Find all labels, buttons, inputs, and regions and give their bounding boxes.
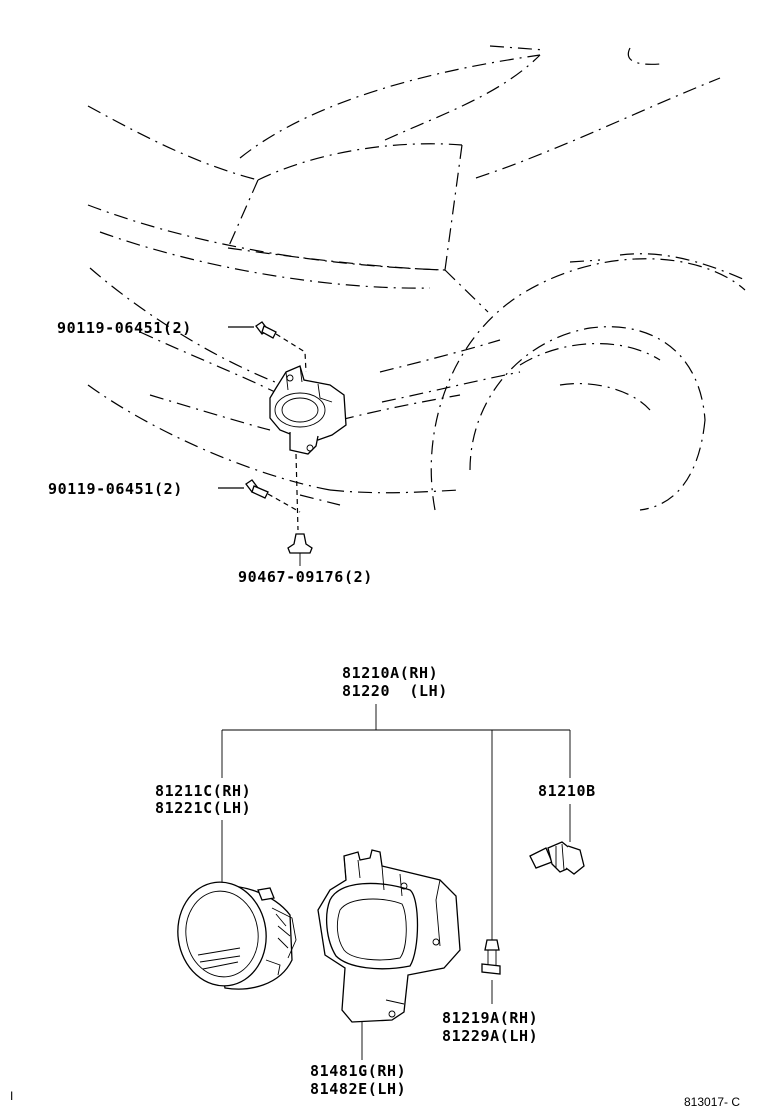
bolt-lower-icon — [245, 453, 301, 531]
part-tree-lines — [221, 704, 571, 1060]
clip-icon — [287, 533, 313, 566]
label-bolt-upper: 90119-06451(2) — [57, 319, 192, 337]
label-clip: 90467-09176(2) — [238, 568, 373, 586]
bracket-icon — [317, 849, 461, 1023]
socket-icon — [481, 939, 501, 975]
bulb-icon — [529, 841, 585, 875]
label-unit-rh: 81211C(RH) — [155, 782, 251, 800]
label-assy-lh: 81220 (LH) — [342, 682, 448, 700]
label-unit-lh: 81221C(LH) — [155, 799, 251, 817]
reference-code: 813017- C — [684, 1095, 740, 1109]
label-socket-lh: 81229A(LH) — [442, 1027, 538, 1045]
installed-fog-lamp — [269, 365, 347, 455]
label-assy-rh: 81210A(RH) — [342, 664, 438, 682]
fog-lamp-unit-icon — [177, 881, 297, 990]
label-bracket-rh: 81481G(RH) — [310, 1062, 406, 1080]
label-socket-rh: 81219A(RH) — [442, 1009, 538, 1027]
label-bolt-lower: 90119-06451(2) — [48, 480, 183, 498]
vehicle-outline — [87, 45, 746, 511]
corner-mark: I — [10, 1089, 13, 1103]
label-bracket-lh: 81482E(LH) — [310, 1080, 406, 1098]
bolt-upper-icon — [255, 321, 307, 373]
label-bulb: 81210B — [538, 782, 596, 800]
